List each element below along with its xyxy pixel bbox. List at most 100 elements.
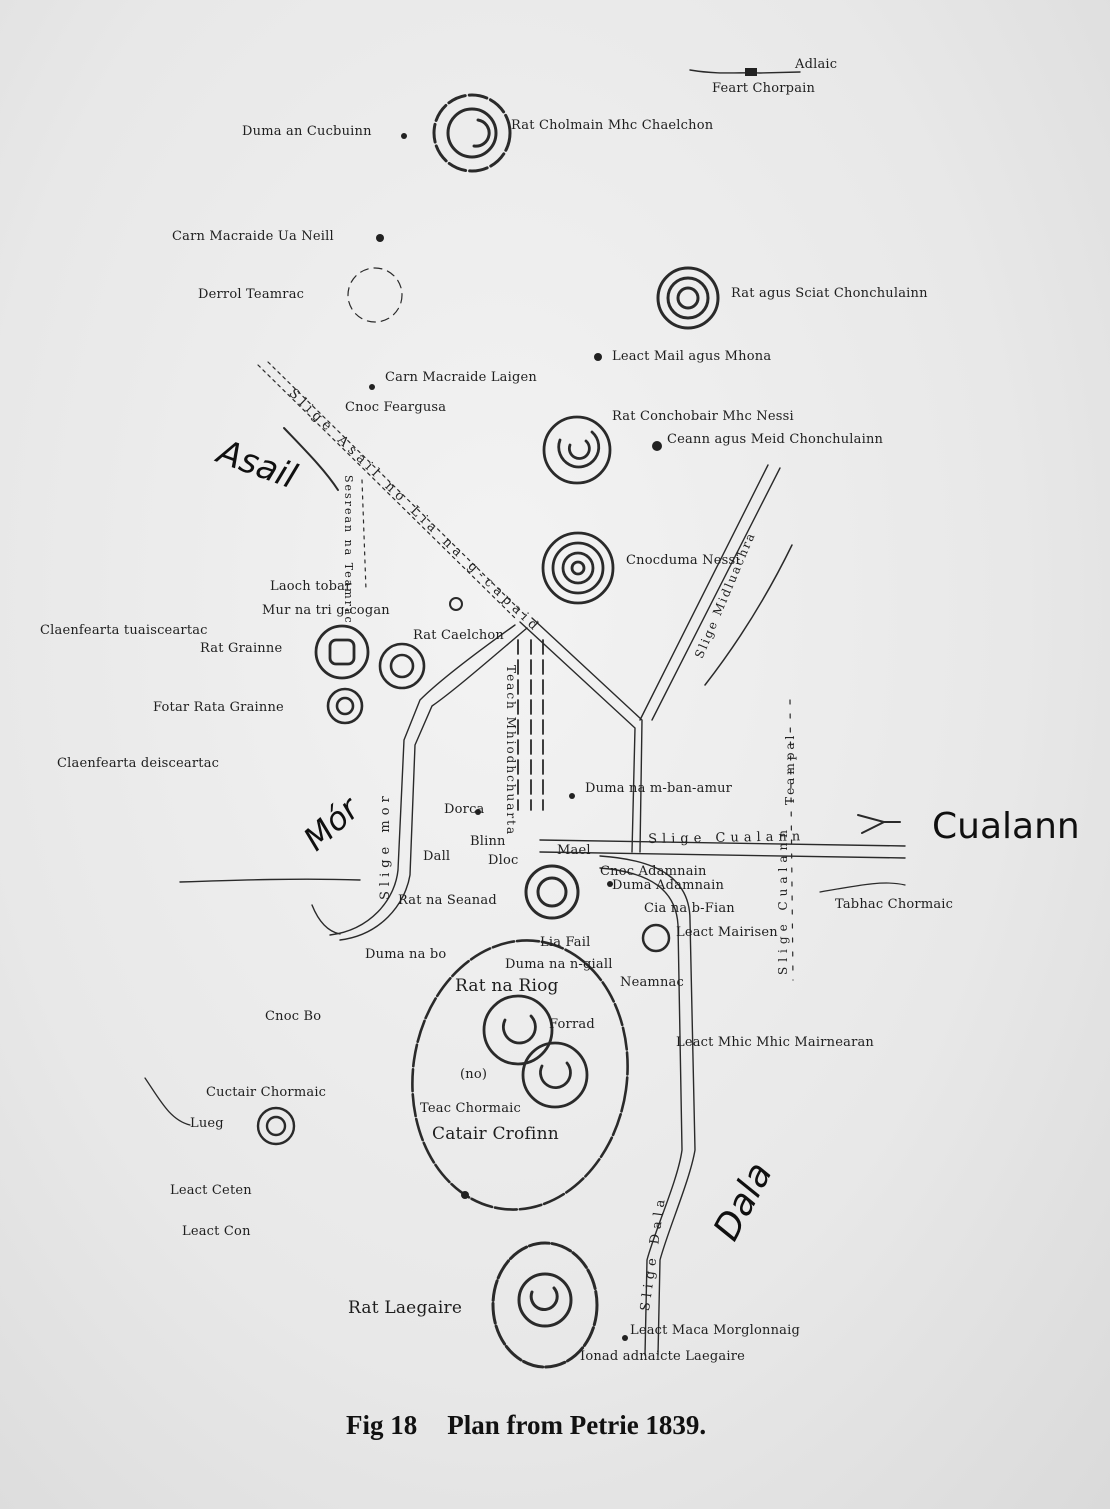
mairisen-ring xyxy=(641,923,671,953)
label-dorca: Dorca xyxy=(444,802,485,817)
label-cuctair-chormaic: Cuctair Chormaic xyxy=(206,1085,327,1100)
label-adlaic: Adlaic xyxy=(795,57,838,72)
pen-line-left xyxy=(179,878,361,883)
label-laoch-tobar: Laoch tobar xyxy=(270,579,352,594)
label-rath-agus-sciath: Rat agus Sciat Chonchulainn xyxy=(731,286,928,301)
label-no: (no) xyxy=(460,1067,488,1082)
lueg-pen-line xyxy=(144,1077,191,1126)
label-duma-an-cucbuinn: Duma an Cucbuinn xyxy=(242,124,372,139)
label-rath-caelchon: Rat Caelchon xyxy=(413,628,504,643)
mur-ring xyxy=(449,597,463,611)
caption-fig-number: Fig 18 xyxy=(346,1410,418,1440)
label-cia-na-bfian: Cia na b-Fian xyxy=(644,901,735,916)
label-carn-macraide-laigen: Carn Macraide Laigen xyxy=(385,370,537,385)
label-duma-na-ngiall: Duma na n-giall xyxy=(505,957,613,972)
slighe-asail-road-2 xyxy=(267,361,526,616)
handwritten-cualann: Cualann xyxy=(932,806,1080,847)
rath-na-riog-outer xyxy=(411,939,629,1211)
label-dloc: Dloc xyxy=(488,853,519,868)
rath-cholmain-rings xyxy=(432,93,512,173)
rath-conchobair-rings xyxy=(542,415,612,485)
slighe-mor-stub xyxy=(311,904,341,935)
sesreann-road xyxy=(361,479,367,591)
slighe-cualann-road xyxy=(539,839,906,847)
label-rath-cholmain: Rat Cholmain Mhc Chaelchon xyxy=(511,118,714,133)
label-duma-adamnain: Duma Adamnain xyxy=(612,878,725,893)
label-neamnac: Neamnac xyxy=(620,975,684,990)
slighe-mor-road xyxy=(329,624,516,936)
asail-pen-stroke xyxy=(283,427,339,491)
label-leacht-mairisen: Leact Mairisen xyxy=(676,925,778,940)
slighe-cualann-road-2 xyxy=(539,851,906,859)
label-ionad-adnaicte: Ionad adnaicte Laegaire xyxy=(580,1349,746,1364)
label-dall: Dall xyxy=(423,849,451,864)
rath-na-seanad-rings xyxy=(524,864,580,920)
teach-cormaic-rings xyxy=(521,1041,589,1109)
label-blinn: Blinn xyxy=(470,834,506,849)
label-tabhac-chormaic: Tabhac Chormaic xyxy=(835,897,954,912)
label-forrad: Forrad xyxy=(549,1017,595,1032)
label-lueg: Lueg xyxy=(190,1116,224,1131)
label-derrol-teamrac: Derrol Teamrac xyxy=(198,287,305,302)
label-rath-conchobair: Rat Conchobair Mhc Nessi xyxy=(612,409,794,424)
label-rath-grainne: Rat Grainne xyxy=(200,641,283,656)
label-fothar-ratha-grainne: Fotar Rata Grainne xyxy=(153,700,284,715)
adlaic-line xyxy=(689,69,801,74)
y-junction-left xyxy=(519,621,636,853)
adlaic-marker xyxy=(745,68,757,76)
pen-line-right xyxy=(704,544,793,686)
slighe-dala-road xyxy=(599,855,696,1356)
road-label-teampal: Teampal xyxy=(783,732,797,805)
label-duma-na-m-ban: Duma na m-ban-amur xyxy=(585,781,733,796)
rath-grainne-rings xyxy=(314,624,370,680)
road-label-teach-mhiodhchuarta: Teach Mhiodhchuarta xyxy=(504,665,518,837)
label-leacht-con: Leact Con xyxy=(182,1224,251,1239)
road-label-sesreann: Sesrean na Teamrac xyxy=(342,475,355,625)
rath-sciath-rings xyxy=(656,266,720,330)
rath-caelchon-rings xyxy=(378,642,426,690)
slighe-mor-road-2 xyxy=(339,627,528,941)
label-cnoc-feargusa: Cnoc Feargusa xyxy=(345,400,447,415)
label-cnocduma-nessi: Cnocduma Nessi xyxy=(626,553,740,568)
rath-laegaire-rings xyxy=(491,1241,599,1369)
slighe-midluachra-road-2 xyxy=(651,467,781,721)
label-ceann-agus-meid: Ceann agus Meid Chonchulainn xyxy=(667,432,884,447)
label-cathair-crofinn: Catair Crofinn xyxy=(432,1124,559,1144)
road-label-slighe-cualann-v: Slige Cualann xyxy=(776,824,790,975)
label-mael: Mael xyxy=(557,843,591,858)
label-claenfearta-tuaisceartac: Claenfearta tuaisceartac xyxy=(40,623,208,638)
fothar-rings xyxy=(326,687,364,725)
label-leacht-maca: Leact Maca Morglonnaig xyxy=(630,1323,800,1338)
label-teach-chormaic: Teac Chormaic xyxy=(420,1101,521,1116)
label-cnoc-adamnain: Cnoc Adamnain xyxy=(600,864,707,879)
forrad-rings xyxy=(482,994,554,1066)
cuctair-rings xyxy=(256,1106,296,1146)
cnocduma-rings xyxy=(541,531,615,605)
slighe-dala-road-2 xyxy=(599,867,683,1356)
label-carn-macraide-ua-neill: Carn Macraide Ua Neill xyxy=(172,229,334,244)
pen-line-tabhac xyxy=(819,882,906,893)
y-junction-right xyxy=(531,617,643,853)
label-leacht-mhic-mairne: Leact Mhic Mhic Mairnearan xyxy=(676,1035,875,1050)
label-cnoc-bo: Cnoc Bo xyxy=(265,1009,322,1024)
teampal-road xyxy=(789,699,794,981)
slighe-midluachra-road xyxy=(639,464,769,721)
teach-mhiodhchuarta-dashes xyxy=(517,639,544,811)
small-markers xyxy=(369,133,662,1341)
label-lia-fail: Lia Fail xyxy=(540,935,591,950)
label-mur-na-tri: Mur na tri g-cogan xyxy=(262,603,390,618)
label-leacht-cetin: Leact Ceten xyxy=(170,1183,252,1198)
slighe-asail-road xyxy=(257,364,516,619)
label-feart-chorpain: Feart Chorpain xyxy=(712,81,816,96)
derrol-circle xyxy=(347,267,403,323)
road-label-slighe-mor: Slige mor xyxy=(378,791,393,900)
label-claenfearta-deisceartac: Claenfearta deisceartac xyxy=(57,756,220,771)
label-duma-na-bo: Duma na bo xyxy=(365,947,447,962)
label-rath-na-seanad: Rat na Seanad xyxy=(398,893,497,908)
cualann-arrow xyxy=(857,814,901,834)
label-leacht-mael: Leact Mail agus Mhona xyxy=(612,349,772,364)
label-rath-na-riog: Rat na Riog xyxy=(455,976,559,996)
